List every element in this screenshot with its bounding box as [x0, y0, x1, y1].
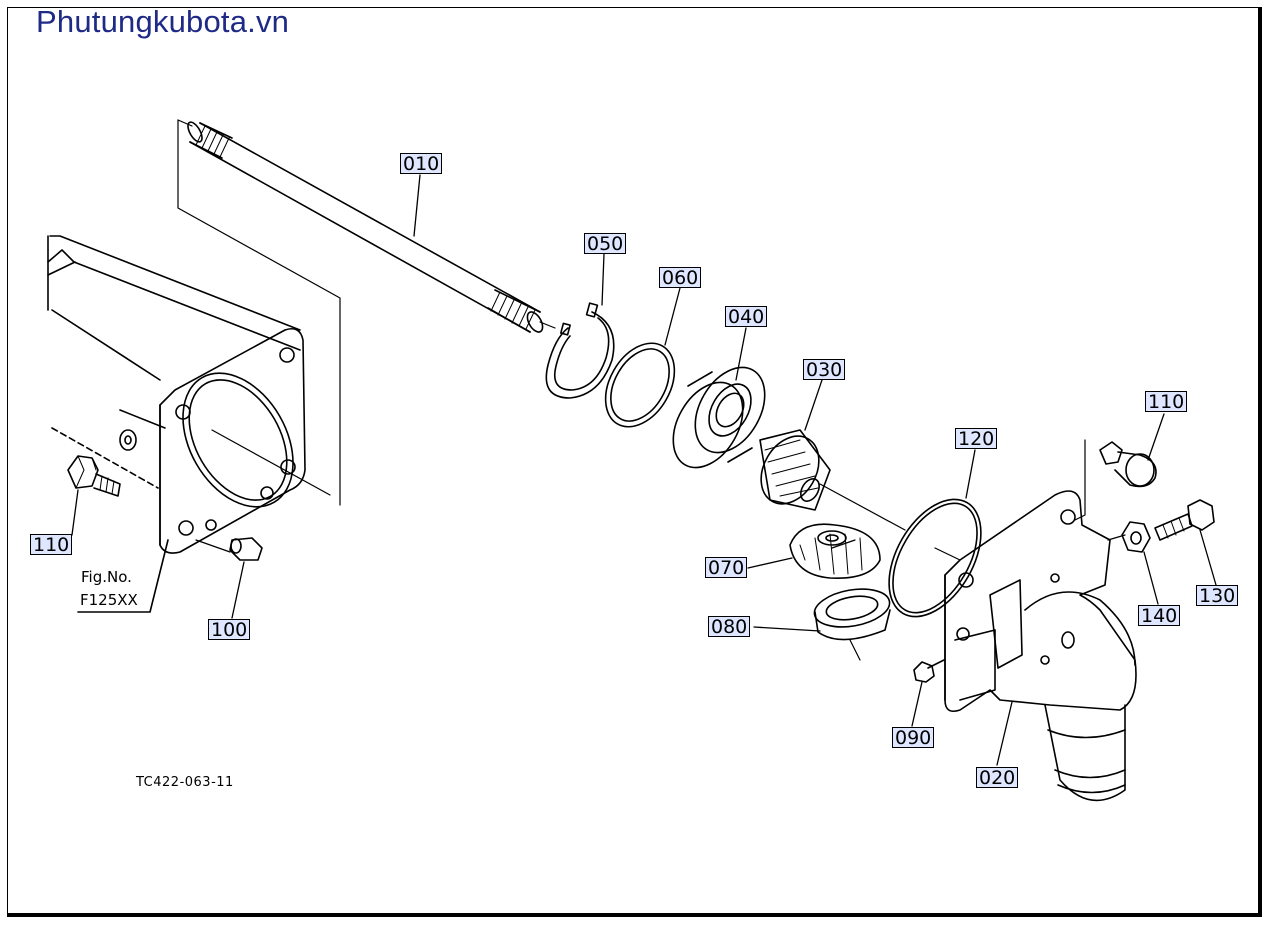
- figure-ref-code: F125XX: [80, 591, 138, 609]
- snap-ring-050-drawing: [545, 302, 615, 399]
- callout-010[interactable]: 010: [400, 153, 443, 175]
- transmission-housing: [47, 235, 306, 554]
- callout-140[interactable]: 140: [1138, 605, 1181, 627]
- ring-060-drawing: [604, 342, 676, 428]
- callout-leaders: [71, 174, 1217, 766]
- callout-110-right[interactable]: 110: [1145, 391, 1188, 413]
- nut-140-drawing: [1121, 521, 1151, 553]
- callout-130[interactable]: 130: [1196, 585, 1239, 607]
- figure-ref-label: Fig.No.: [81, 568, 132, 586]
- callout-110-left[interactable]: 110: [30, 534, 73, 556]
- bearing-040-drawing: [672, 366, 766, 469]
- bearing-080-drawing: [813, 588, 891, 641]
- callout-050[interactable]: 050: [584, 233, 627, 255]
- callout-040[interactable]: 040: [725, 306, 768, 328]
- callout-060[interactable]: 060: [659, 267, 702, 289]
- figref-leader: [77, 539, 169, 613]
- callout-120[interactable]: 120: [955, 428, 998, 450]
- gear-case-020-drawing: [944, 490, 1137, 802]
- gear-070-drawing: [789, 523, 881, 579]
- watermark-logo: Phutungkubota.vn: [36, 4, 290, 39]
- bolt-090-drawing: [913, 659, 945, 683]
- bolt-130-drawing: [1154, 499, 1215, 541]
- callout-020[interactable]: 020: [976, 767, 1019, 789]
- callout-030[interactable]: 030: [803, 359, 846, 381]
- callout-080[interactable]: 080: [708, 616, 751, 638]
- o-ring-120-drawing: [888, 498, 982, 618]
- callout-090[interactable]: 090: [892, 727, 935, 749]
- shaft-010-drawing: [187, 121, 544, 333]
- assembly-guide-lines: [177, 119, 1126, 661]
- pin-100-drawing: [229, 537, 263, 561]
- callout-070[interactable]: 070: [705, 557, 748, 579]
- callout-100[interactable]: 100: [208, 619, 251, 641]
- bevel-gear-030-drawing: [759, 429, 831, 511]
- plug-110-right-drawing: [1099, 441, 1157, 488]
- drawing-number: TC422-063-11: [136, 775, 234, 790]
- bolt-110-left-drawing: [67, 455, 121, 497]
